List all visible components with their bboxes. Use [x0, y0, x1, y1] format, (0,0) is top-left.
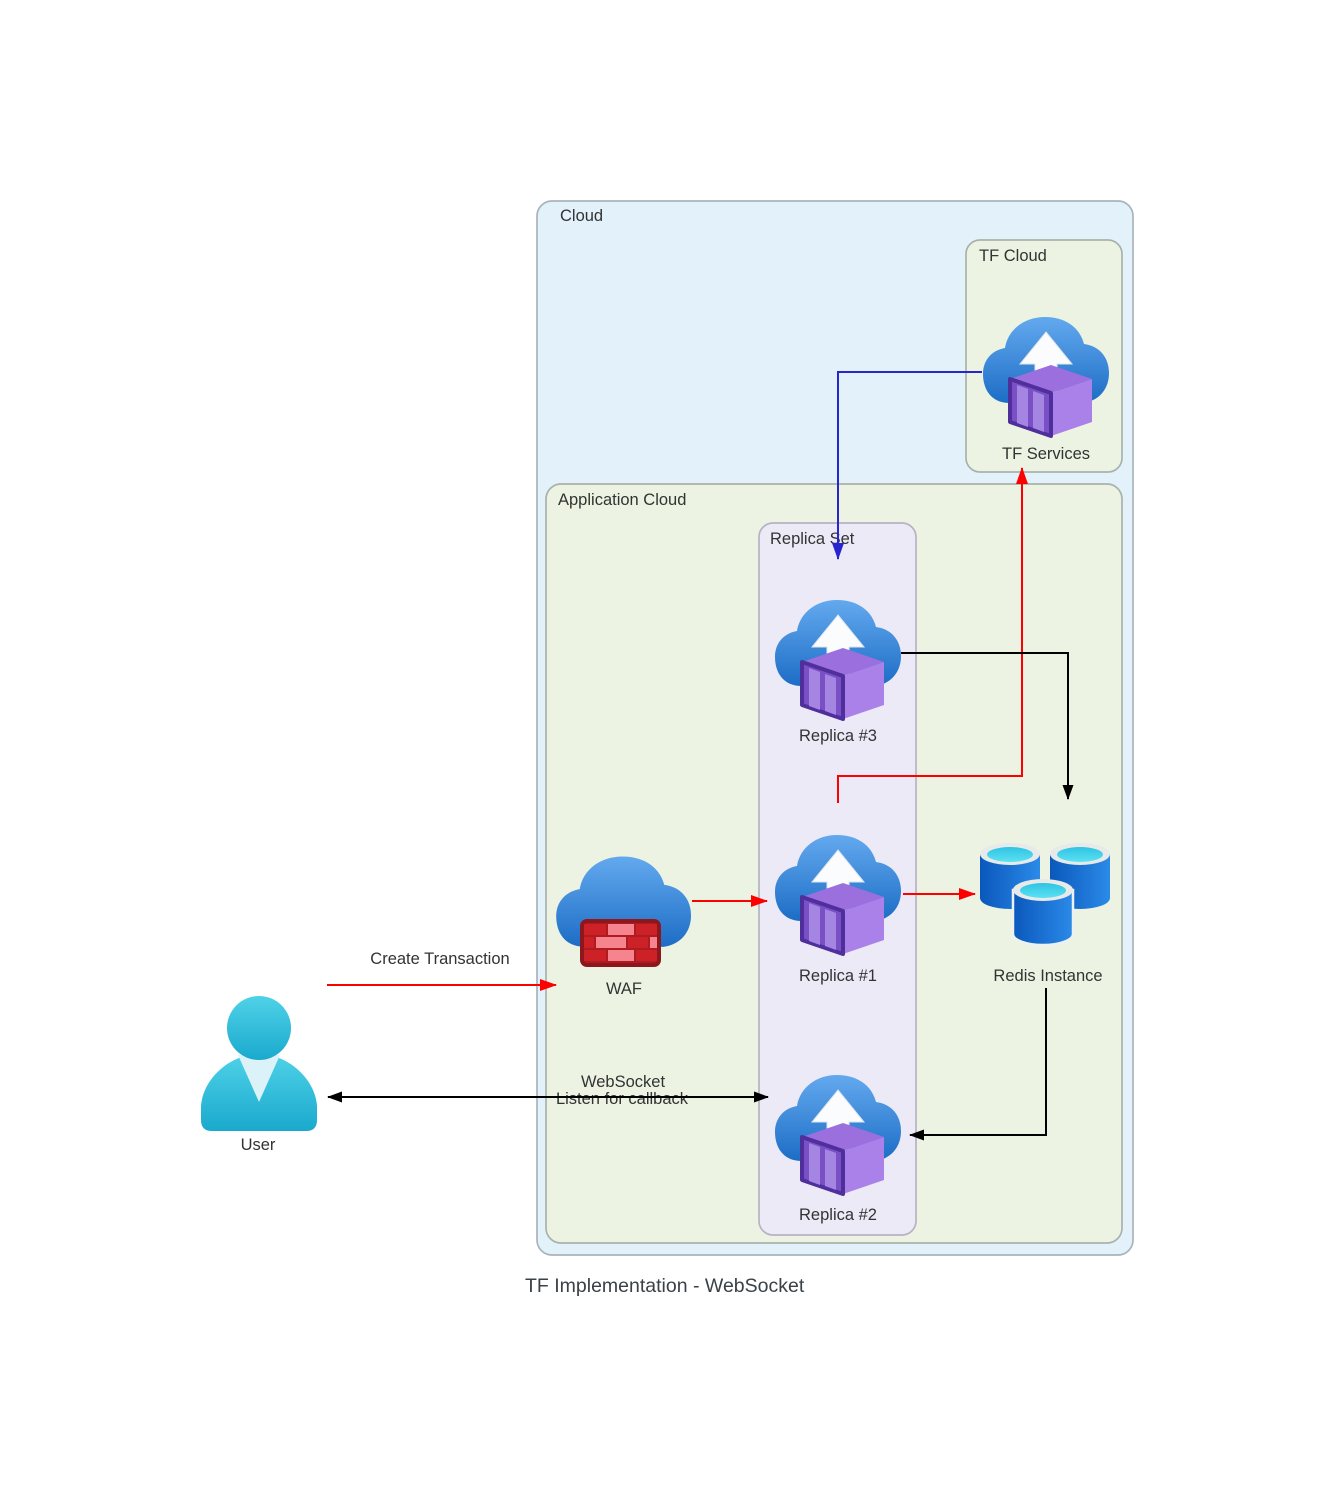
tf-cloud-label: TF Cloud — [979, 247, 1047, 265]
database-cylinder — [1011, 879, 1075, 947]
edge-replica1-to-tf-services — [837, 467, 1028, 803]
websocket-label-line2: Listen for callback — [556, 1090, 689, 1108]
replica-2-label: Replica #2 — [799, 1206, 877, 1224]
edge-tf-services-to-replica-set — [832, 371, 982, 560]
waf-label: WAF — [606, 980, 642, 998]
person-collar — [238, 1055, 280, 1102]
cloud-label: Cloud — [560, 207, 603, 225]
tf-services-label: TF Services — [1002, 445, 1090, 463]
redis-icon — [980, 843, 1110, 947]
edge-replica3-to-redis — [901, 652, 1074, 800]
replica-set-label: Replica Set — [770, 530, 855, 548]
person-head — [227, 996, 291, 1060]
replica-3-label: Replica #3 — [799, 727, 877, 745]
redis-label: Redis Instance — [993, 967, 1102, 985]
waf-icon — [556, 856, 692, 967]
replica-1-label: Replica #1 — [799, 967, 877, 985]
application-cloud-label: Application Cloud — [558, 491, 686, 509]
create-transaction-label: Create Transaction — [370, 950, 509, 968]
edge-redis-to-replica2 — [909, 988, 1047, 1141]
user-icon — [201, 996, 317, 1131]
websocket-label-line1: WebSocket — [581, 1073, 665, 1091]
diagram-title: TF Implementation - WebSocket — [525, 1275, 805, 1297]
user-label: User — [241, 1136, 276, 1154]
